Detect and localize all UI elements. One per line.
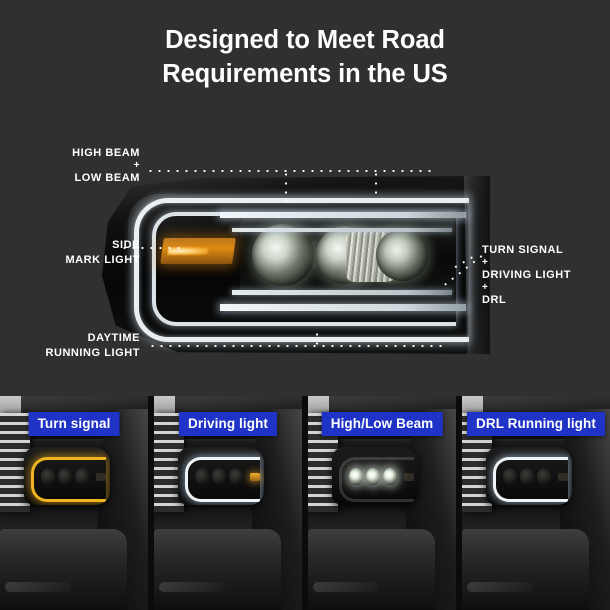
callout-plus-1: + [133,159,140,171]
projector-pods [40,468,89,486]
panel-label-driving-light: Driving light [178,412,278,436]
light-bar-glow [338,456,414,502]
light-bar-glow [30,456,106,502]
projector-pods [194,468,243,486]
projector-lens-1 [252,224,314,286]
callout-drl-text: DRL [482,294,507,307]
truck-bumper [154,528,282,610]
callout-low-beam-text: LOW BEAM [74,172,140,185]
callout-plus-2: + [482,256,489,268]
light-bar-glow [492,456,568,502]
callout-daytime-running-light: DAYTIME RUNNING LIGHT [0,331,140,360]
side-marker-light [160,238,236,264]
callout-daytime-text: DAYTIME [87,332,140,344]
projector-pod [537,468,551,486]
projector-pod [519,468,534,486]
projector-pod [502,468,517,486]
callout-driving-light-text: DRIVING LIGHT [482,269,572,282]
callout-plus-3: + [482,281,489,293]
leader-line-side-mark [120,247,182,249]
callout-turn-signal-driving-drl: TURN SIGNAL + DRIVING LIGHT + DRL [482,243,606,308]
projector-pod [365,468,380,486]
led-bar-bottom-inner [232,290,452,295]
truck-bumper [0,528,128,610]
leader-line-low-beam-drop [375,170,377,198]
page-title: Designed to Meet Road Requirements in th… [0,24,610,92]
projector-pod [383,468,397,486]
bumper-highlight [159,582,226,593]
callout-high-beam-text: HIGH BEAM [72,147,140,159]
led-bar-bottom [220,304,466,311]
projector-lens-3 [376,229,428,281]
installed-headlight [485,447,572,506]
drl-light-bar-outer [134,198,469,342]
panel-label-high-low-beam: High/Low Beam [321,412,443,436]
headlight-assembly-image [100,176,490,354]
title-line-1: Designed to Meet Road [165,26,445,54]
leader-line-daytime [148,345,448,347]
side-marker [403,472,415,481]
truck-bumper [308,528,436,610]
callout-side-mark-light: SIDE MARK LIGHT [10,238,140,267]
bumper-highlight [467,582,534,593]
led-bar-top-inner [232,228,452,232]
mode-preview-strip: Turn signal [0,396,610,610]
side-marker [95,472,107,481]
leader-line-high-low [146,170,436,172]
installed-headlight [177,447,264,506]
light-bar-glow [184,456,260,502]
hero-section: Designed to Meet Road Requirements in th… [0,24,610,360]
panel-label-turn-signal: Turn signal [28,412,120,436]
headlight-graphic [100,176,490,354]
leader-line-daytime-riser [316,330,318,346]
side-marker [557,472,569,481]
installed-headlight [331,447,418,506]
title-line-2: Requirements in the US [162,59,448,88]
projector-pod [57,468,72,486]
projector-pod [348,468,363,486]
leader-line-high-beam-drop [285,170,287,206]
callout-turn-signal-text: TURN SIGNAL [482,244,564,256]
callout-running-light-text: RUNNING LIGHT [45,346,140,359]
bumper-highlight [313,582,380,593]
mode-panel-driving-light: Driving light [154,396,302,610]
callout-mark-light-text: MARK LIGHT [65,253,140,266]
led-bar-top [220,212,466,218]
mode-panel-high-low-beam: High/Low Beam [308,396,456,610]
projector-pod [75,468,89,486]
projector-pod [229,468,243,486]
panel-label-drl-running-light: DRL Running light [467,412,605,436]
projector-pod [194,468,209,486]
installed-headlight [23,447,110,506]
projector-pod [211,468,226,486]
projector-pods [348,468,397,486]
callout-side-text: SIDE [112,239,140,251]
side-marker [249,472,261,481]
callout-high-low-beam: HIGH BEAM + LOW BEAM [10,146,140,186]
mode-panel-drl-running-light: DRL Running light [462,396,610,610]
truck-bumper [462,528,590,610]
mode-panel-turn-signal: Turn signal [0,396,148,610]
bumper-highlight [5,582,72,593]
projector-pods [502,468,551,486]
projector-pod [40,468,55,486]
